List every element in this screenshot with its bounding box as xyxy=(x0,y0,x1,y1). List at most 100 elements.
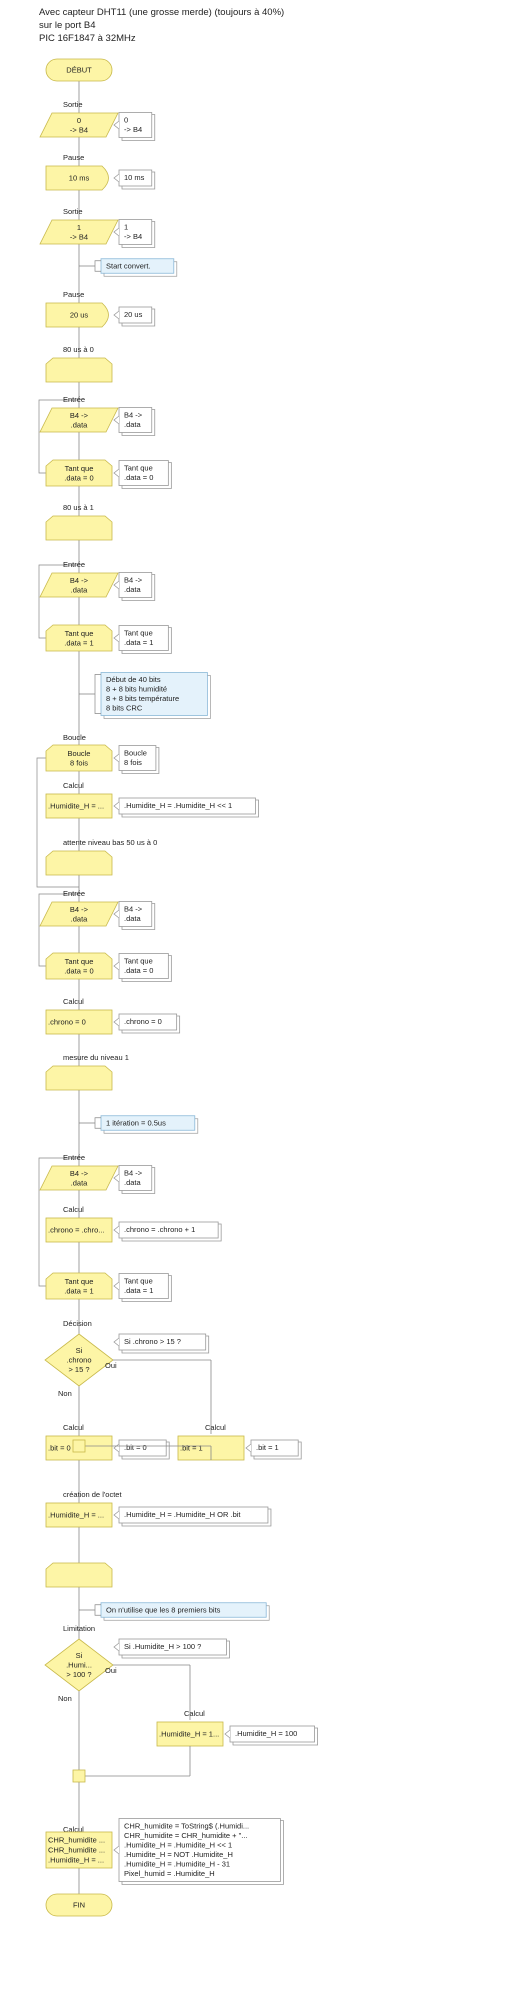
node-4-note-bracket xyxy=(94,260,101,272)
node-23-comment-shadow xyxy=(121,1275,172,1302)
node-24-yes-branch-comment-text: .bit = 1 xyxy=(256,1443,279,1452)
node-23-text: Tant que xyxy=(65,1277,94,1286)
node-28-yes-label: Oui xyxy=(105,1666,117,1675)
node-3-comment-text: 1 xyxy=(124,223,128,232)
node-11-loop-block[interactable] xyxy=(45,624,113,652)
node-29-comment-text: CHR_humidite = CHR_humidite + "... xyxy=(124,1831,248,1840)
node-22-calc-block[interactable] xyxy=(45,1217,113,1243)
node-16-io-block[interactable] xyxy=(39,901,119,927)
node-5-pause-block[interactable] xyxy=(45,302,109,328)
node-7-text: .data xyxy=(71,420,89,429)
node-21-text: .data xyxy=(71,1178,89,1187)
node-24-no-branch-label: Calcul xyxy=(63,1423,84,1432)
node-3-comment-pointer xyxy=(113,227,120,237)
node-28-yes-branch-comment-text: .Humidite_H = 100 xyxy=(235,1729,297,1738)
node-13-comment-pointer xyxy=(113,753,120,763)
node-19-label: mesure du niveau 1 xyxy=(63,1053,129,1062)
loop-return-line xyxy=(38,564,79,639)
node-28-yes-branch-text: .Humidite_H = 1... xyxy=(159,1730,219,1739)
node-1-text: 0 xyxy=(77,116,81,125)
node-29-calc-block[interactable] xyxy=(45,1831,113,1869)
node-10-io-block[interactable] xyxy=(39,572,119,598)
node-29-label: Calcul xyxy=(63,1825,84,1834)
loop-return-line xyxy=(38,1157,79,1287)
node-2-pause-block[interactable] xyxy=(45,165,109,191)
node-30-terminal[interactable] xyxy=(45,1893,113,1917)
node-26-empty-block[interactable] xyxy=(45,1562,113,1588)
node-13-comment-text: 8 fois xyxy=(124,758,142,767)
node-16-comment-text: .data xyxy=(124,914,142,923)
node-29-text: .Humidite_H = ... xyxy=(48,1856,104,1865)
node-2-text: 10 ms xyxy=(69,174,90,183)
node-24-yes-label: Oui xyxy=(105,1361,117,1370)
node-2-label: Pause xyxy=(63,153,84,162)
node-11-comment-pointer xyxy=(113,633,120,643)
node-8-text: Tant que xyxy=(65,464,94,473)
node-1-io-block[interactable] xyxy=(39,112,119,138)
node-18-comment-pointer xyxy=(113,1017,120,1027)
node-18-text: .chrono = 0 xyxy=(48,1018,86,1027)
node-10-comment-shadow xyxy=(121,574,156,601)
loop-return-line xyxy=(36,757,79,888)
node-1-label: Sortie xyxy=(63,100,83,109)
node-24-yes-branch-comment-pointer xyxy=(245,1443,252,1453)
node-8-text: .data = 0 xyxy=(64,473,93,482)
node-13-label: Boucle xyxy=(63,733,86,742)
node-17-comment-text: .data = 0 xyxy=(124,966,153,975)
node-1-comment xyxy=(118,112,153,138)
node-12-note-text: 8 + 8 bits humidité xyxy=(106,685,167,694)
node-1-comment-shadow xyxy=(121,114,156,141)
node-29-comment-pointer xyxy=(113,1845,120,1855)
node-3-io-block[interactable] xyxy=(39,219,119,245)
node-4-note-text: Start convert. xyxy=(106,261,151,270)
node-12-note-text: 8 bits CRC xyxy=(106,704,143,713)
node-21-text: B4 -> xyxy=(70,1169,89,1178)
node-20-note-bracket xyxy=(94,1117,101,1129)
node-6-label: 80 us à 0 xyxy=(63,345,94,354)
node-25-comment-text: .Humidite_H = .Humidite_H OR .bit xyxy=(124,1510,241,1519)
node-6-empty-block[interactable] xyxy=(45,357,113,383)
node-28-decision-block[interactable] xyxy=(44,1638,114,1692)
node-21-io-block[interactable] xyxy=(39,1165,119,1191)
node-18-calc-block[interactable] xyxy=(45,1009,113,1035)
node-24-comment-text: Si .chrono > 15 ? xyxy=(124,1337,181,1346)
node-13-loop-block[interactable] xyxy=(45,744,113,772)
node-28-yes-branch-calc-block[interactable] xyxy=(156,1721,224,1747)
node-0-terminal[interactable] xyxy=(45,58,113,82)
node-25-calc-block[interactable] xyxy=(45,1502,113,1528)
node-13-comment-shadow xyxy=(121,747,160,774)
node-24-decision-block[interactable] xyxy=(44,1333,114,1387)
node-25-comment-pointer xyxy=(113,1510,120,1520)
node-7-io-block[interactable] xyxy=(39,407,119,433)
node-1-comment-pointer xyxy=(113,120,120,130)
node-15-label: attente niveau bas 50 us à 0 xyxy=(63,838,157,847)
node-17-loop-block[interactable] xyxy=(45,952,113,980)
node-8-loop-block[interactable] xyxy=(45,459,113,487)
node-13-text: Boucle xyxy=(68,749,91,758)
node-24-no-branch-comment-shadow xyxy=(121,1441,170,1460)
node-27-note-bracket xyxy=(94,1604,101,1616)
node-17-text: .data = 0 xyxy=(64,966,93,975)
node-3-comment-text: -> B4 xyxy=(124,232,142,241)
node-22-comment-shadow xyxy=(121,1223,222,1242)
node-1-comment-text: -> B4 xyxy=(124,125,142,134)
node-10-comment-pointer xyxy=(113,580,120,590)
node-12-note xyxy=(100,672,208,716)
node-20-note xyxy=(100,1115,196,1131)
node-24-no-branch-comment-pointer xyxy=(113,1443,120,1453)
node-8-comment-shadow xyxy=(121,462,172,489)
node-9-empty-block[interactable] xyxy=(45,515,113,541)
node-3-comment-shadow xyxy=(121,221,156,248)
node-28-text: .Humi... xyxy=(66,1661,92,1670)
node-3-text: -> B4 xyxy=(70,232,88,241)
node-24-comment-shadow xyxy=(121,1335,210,1354)
node-19-empty-block[interactable] xyxy=(45,1065,113,1091)
node-17-comment-pointer xyxy=(113,961,120,971)
node-14-calc-block[interactable] xyxy=(45,793,113,819)
node-28-yes-branch-comment-pointer xyxy=(224,1729,231,1739)
node-21-label: Entrée xyxy=(63,1153,85,1162)
loop-return-line xyxy=(38,399,79,474)
node-13-text: 8 fois xyxy=(70,758,88,767)
node-23-loop-block[interactable] xyxy=(45,1272,113,1300)
node-15-empty-block[interactable] xyxy=(45,850,113,876)
